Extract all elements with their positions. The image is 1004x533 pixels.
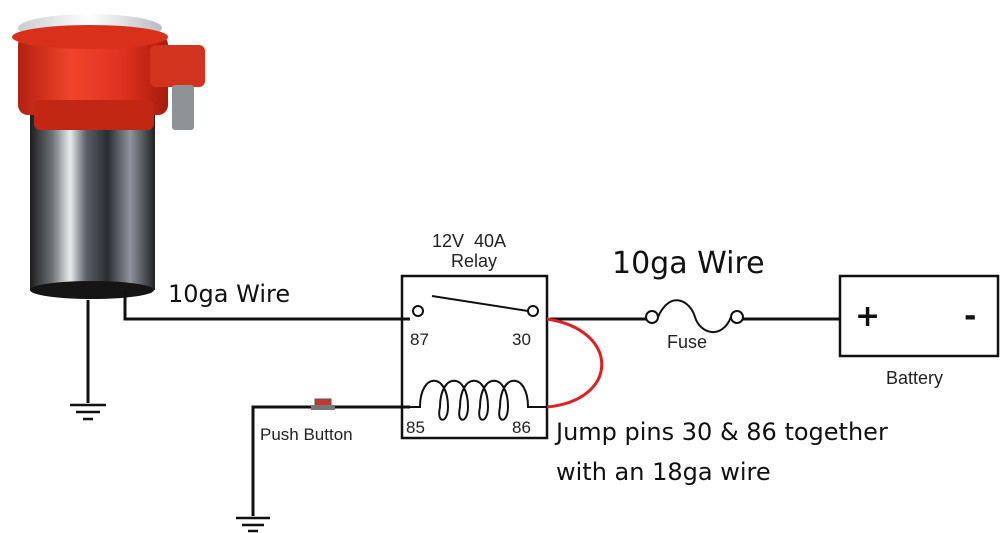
ground-symbol-button xyxy=(236,516,270,533)
relay-coil xyxy=(402,379,547,421)
relay-pin-86-label: 86 xyxy=(512,418,531,437)
horn-wire-label: 10ga Wire xyxy=(168,280,290,308)
jumper-wire-30-86 xyxy=(546,317,604,409)
horn-red-cap xyxy=(18,35,168,115)
horn-base xyxy=(30,281,154,299)
horn-chrome-body xyxy=(30,110,155,290)
circuit-wires xyxy=(86,290,840,516)
horn-cap-rim xyxy=(12,25,168,49)
relay-pin-85-label: 85 xyxy=(406,418,425,437)
relay-box xyxy=(400,274,549,440)
jumper-note-line1: Jump pins 30 & 86 together xyxy=(554,418,888,446)
battery-plus-sign: + xyxy=(855,299,880,334)
horn-compressor-image xyxy=(12,14,205,299)
button-ground-lead xyxy=(251,405,318,516)
relay-contact-87 xyxy=(412,305,424,317)
horn-to-relay-wire xyxy=(123,290,410,321)
jumper-note-line2: with an 18ga wire xyxy=(556,458,771,486)
battery-wire-label: 10ga Wire xyxy=(612,246,765,281)
battery-minus-sign: - xyxy=(964,299,976,334)
battery-label: Battery xyxy=(886,368,943,388)
relay-pin-87-label: 87 xyxy=(410,330,429,349)
battery-box xyxy=(838,274,1000,358)
push-button-switch xyxy=(311,398,335,410)
horn-red-outlet xyxy=(150,45,205,87)
horn-metal-tab xyxy=(172,85,194,130)
ground-symbol-horn xyxy=(70,403,106,421)
relay-rating-label: 12V 40A xyxy=(432,231,506,251)
relay-contact-30 xyxy=(527,305,539,317)
fuse-symbol xyxy=(645,299,744,334)
fuse-label: Fuse xyxy=(667,332,707,352)
relay-switch-arm xyxy=(431,295,529,312)
relay-name-label: Relay xyxy=(451,251,497,271)
push-button-label: Push Button xyxy=(260,425,353,444)
horn-red-collar xyxy=(34,100,154,130)
relay-pin-30-label: 30 xyxy=(512,330,531,349)
